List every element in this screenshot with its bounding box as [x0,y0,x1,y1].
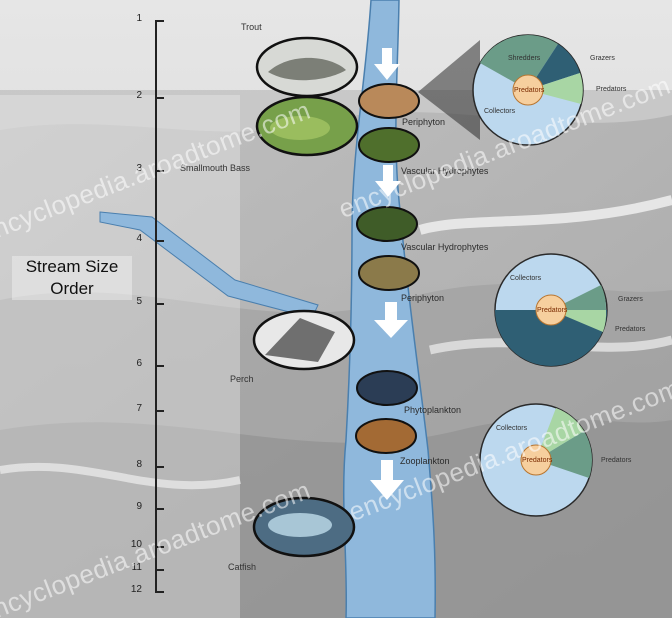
axis-tick [155,365,164,367]
fish-label-smallmouth-bass: Smallmouth Bass [180,163,251,173]
axis-tick [155,569,164,571]
fish-label-perch: Perch [230,374,254,384]
food-label: Periphyton [401,293,445,303]
axis-tick-label: 2 [136,90,142,101]
pie-label: Grazers [618,296,643,303]
food-label: Zooplankton [400,456,450,466]
axis-tick [155,591,164,593]
food-label: Periphyton [402,117,446,127]
pie-label: Collectors [510,275,542,282]
pie-center-label: Predators [522,457,553,464]
axis-tick-label: 9 [136,501,142,512]
food-label: Vascular Hydrophytes [401,166,489,176]
axis-tick [155,97,164,99]
pie-label: Predators [596,86,627,93]
axis-tick [155,546,164,548]
axis-tick-label: 1 [136,13,142,24]
fish-label-catfish: Catfish [228,562,257,572]
axis-title-line: Stream Size [25,257,119,276]
axis-tick [155,410,164,412]
pie-center-label: Predators [537,307,568,314]
pie-label: Predators [601,457,632,464]
axis-title-line: Order [50,279,94,298]
axis-tick-label: 5 [136,296,142,307]
axis-tick [155,170,164,172]
stream-order-axis [155,20,157,593]
pie-label: Grazers [590,55,615,62]
axis-tick-label: 12 [130,584,142,595]
food-label: Vascular Hydrophytes [401,242,489,252]
axis-tick [155,240,164,242]
axis-tick [155,20,164,22]
pie-center-label: Predators [514,87,545,94]
food-label: Phytoplankton [404,405,462,415]
axis-tick-label: 11 [131,562,142,573]
axis-tick-label: 8 [136,459,142,470]
axis-title: Stream Size Order [12,256,132,300]
axis-tick [155,303,164,305]
axis-tick [155,508,164,510]
pie-label: Collectors [484,108,516,115]
axis-tick-label: 4 [136,233,142,244]
axis-tick-label: 7 [136,403,142,414]
axis-tick [155,466,164,468]
pie-label: Shredders [508,55,541,62]
axis-tick-label: 3 [136,163,142,174]
pie-label: Predators [615,326,646,333]
fish-label-trout: Trout [241,22,262,32]
axis-tick-label: 6 [136,358,142,369]
axis-tick-label: 10 [130,539,142,550]
pie-label: Collectors [496,425,528,432]
